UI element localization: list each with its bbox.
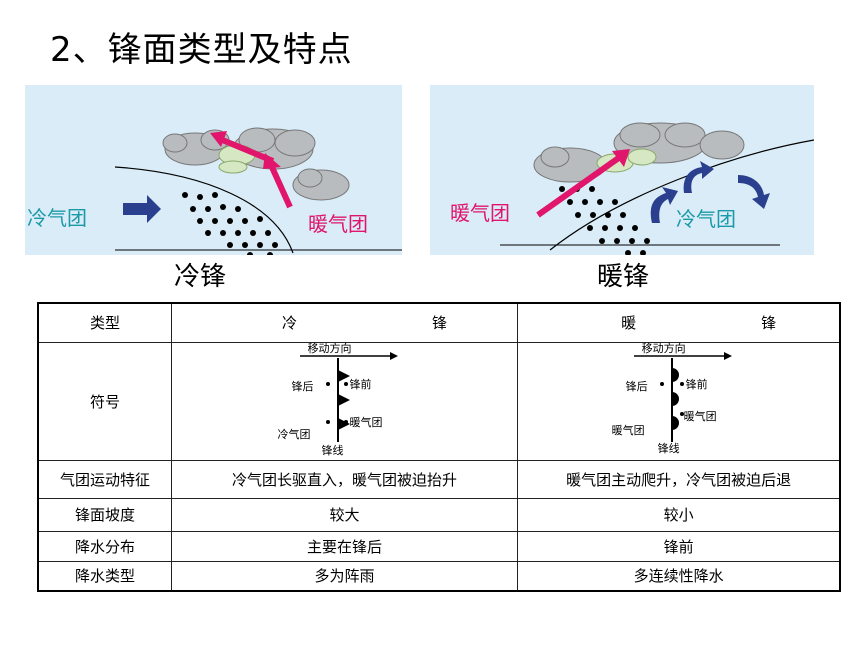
warm-air-mass-label: 暖气团 [308,212,368,236]
page-title: 2、锋面类型及特点 [50,30,353,70]
symbol-row-label: 符号 [37,341,172,461]
cold-front-symbol: 移动方向 锋后 锋前 暖气团 冷气团 锋线 [170,341,519,461]
cold-air-mass-label: 冷气团 [27,206,87,230]
table-row: 锋面坡度 较大 较小 [37,497,841,532]
header-type: 类型 [37,302,172,343]
warm-front-diagram: 暖气团 冷气团 [430,85,814,255]
rain-dots [182,192,278,255]
table-row: 降水分布 主要在锋后 锋前 [37,530,841,562]
cold-air-mass-label: 冷气团 [676,207,736,231]
cold-front-diagram: 冷气团 暖气团 [25,85,402,255]
front-comparison-table: 类型 冷锋 暖锋 符号 [37,302,841,592]
table-header-row: 类型 冷锋 暖锋 [37,302,841,343]
table-row: 符号 移动方向 锋后 锋前 暖气团 冷气 [37,341,841,461]
table-row: 气团运动特征 冷气团长驱直入，暖气团被迫抬升 暖气团主动爬升，冷气团被迫后退 [37,459,841,499]
warm-front-symbol: 移动方向 锋后 锋前 暖气团 暖气团 锋线 [517,341,841,461]
table-row: 降水类型 多为阵雨 多连续性降水 [37,560,841,592]
cold-front-caption: 冷锋 [174,262,227,292]
header-cold-front: 冷锋 [170,302,519,343]
warm-front-caption: 暖锋 [597,262,650,292]
header-warm-front: 暖锋 [517,302,841,343]
warm-air-mass-label: 暖气团 [450,201,510,225]
